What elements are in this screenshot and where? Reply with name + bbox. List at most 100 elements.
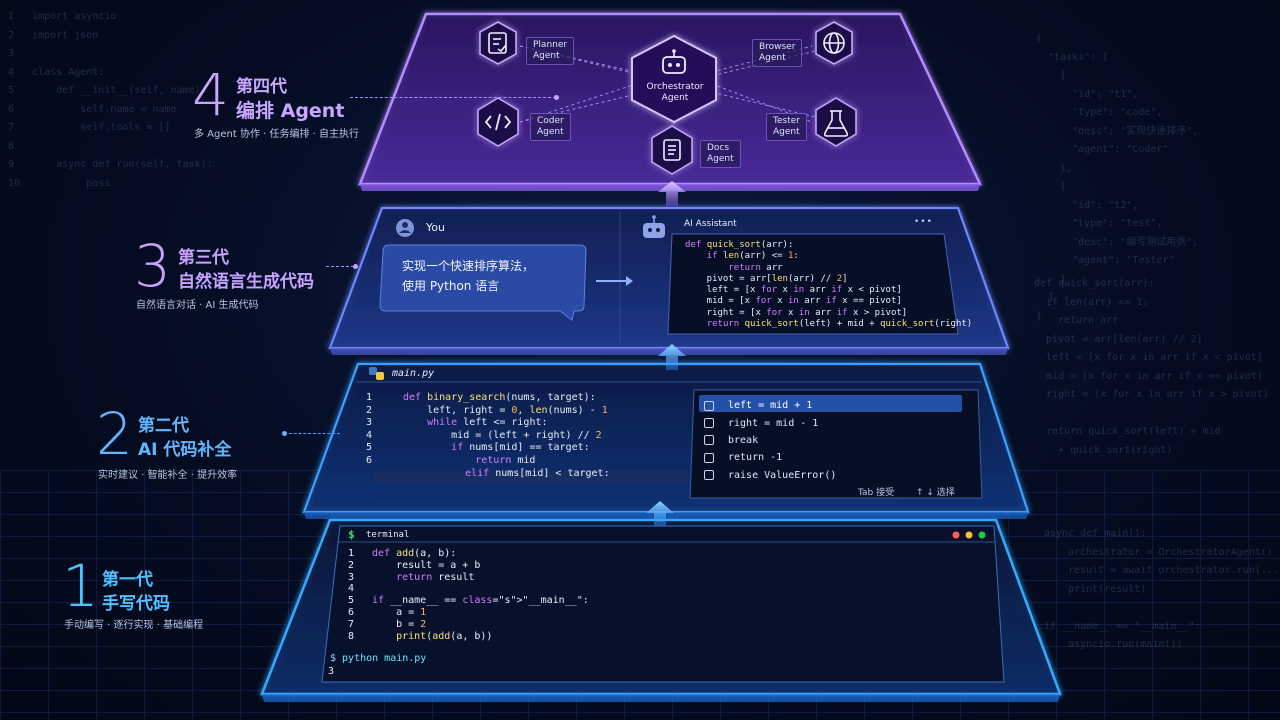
suggestion-text: break xyxy=(728,434,759,446)
ghost-code-right-3: async def main(): orchestrator = Orchest… xyxy=(1044,528,1280,650)
chat-message-line-2: 使用 Python 语言 xyxy=(402,279,500,293)
code-line: 6 xyxy=(348,606,355,618)
code-line: 5 xyxy=(366,442,373,454)
code-line: 8 xyxy=(348,630,355,642)
browser-agent-name: Browser xyxy=(759,42,796,52)
editor-highlight-line xyxy=(374,471,688,483)
tester-agent-node xyxy=(815,97,857,147)
code-line: 6 xyxy=(366,454,373,466)
orchestrator-robot-icon xyxy=(662,49,686,74)
generation-4-description: 多 Agent 协作 · 任务编排 · 自主执行 xyxy=(194,129,360,140)
generation-2-description: 实时建议 · 智能补全 · 提升效率 xyxy=(98,470,238,481)
globe-icon xyxy=(823,32,845,54)
generation-2-dot xyxy=(282,431,287,436)
code-line: def binary_search(nums, target): xyxy=(403,392,596,403)
generation-4-number: 4 xyxy=(192,61,229,129)
editor-code: def binary_search(nums, target): left, r… xyxy=(403,392,610,480)
suggestion-item[interactable]: left = mid + 1 xyxy=(704,397,836,414)
suggestion-box-icon xyxy=(704,435,714,446)
chat-bubble xyxy=(379,244,587,321)
terminal-command[interactable]: $ python main.py xyxy=(330,653,427,664)
suggestion-box-icon xyxy=(704,452,714,463)
tester-agent-name: Tester xyxy=(773,116,800,126)
suggestion-item[interactable]: raise ValueError() xyxy=(704,467,836,484)
code-line: if __name__ == class="s">"__main__": xyxy=(372,595,589,607)
send-arrow-icon xyxy=(596,276,633,286)
ai-generated-code: def quick_sort(arr): if len(arr) <= 1: r… xyxy=(685,240,972,330)
suggestion-text: right = mid - 1 xyxy=(728,417,819,429)
code-line: 5 xyxy=(348,595,355,607)
code-line: a = 1 xyxy=(372,606,427,618)
orchestrator-agent-suffix: Agent xyxy=(661,93,689,103)
code-line: 1 xyxy=(348,548,355,559)
terminal-prompt-icon: $ xyxy=(348,528,355,541)
suggestion-box-icon xyxy=(704,418,714,429)
code-line: 4 xyxy=(366,429,373,441)
suggestion-item[interactable]: right = mid - 1 xyxy=(704,414,836,431)
generation-1-subtitle: 手写代码 xyxy=(102,594,170,614)
code-line: return result xyxy=(396,571,475,583)
generation-3-dot xyxy=(353,264,358,269)
suggestion-hint-select: ↑ ↓ 选择 xyxy=(916,488,955,498)
suggestion-item[interactable]: return -1 xyxy=(704,449,836,466)
ghost-code-right-2: def quick_sort(arr): if len(arr) <= 1: r… xyxy=(1034,278,1269,456)
code-line: return mid xyxy=(475,454,536,466)
planner-agent-node xyxy=(479,21,517,65)
suggestion-item[interactable]: break xyxy=(704,432,836,449)
generation-4-title: 第四代 xyxy=(236,77,287,97)
code-line: right = [x for x in arr if x > pivot] xyxy=(685,307,908,318)
code-line xyxy=(372,583,589,595)
chat-menu-button[interactable]: ••• xyxy=(914,217,933,227)
code-line: 2 xyxy=(366,404,373,416)
generation-2-title: 第二代 xyxy=(138,416,189,436)
generation-2-number: 2 xyxy=(96,400,133,468)
generation-3-description: 自然语言对话 · AI 生成代码 xyxy=(136,300,259,311)
terminal-window xyxy=(321,525,1005,683)
browser-agent-label: Browser Agent xyxy=(752,39,803,67)
chat-message-line-1: 实现一个快速排序算法， xyxy=(402,259,535,273)
code-line: return arr xyxy=(728,262,783,273)
generation-4-connector xyxy=(350,97,556,98)
terminal-code: def add(a, b): result = a + b return res… xyxy=(372,548,589,642)
terminal-minimize-dot xyxy=(965,531,973,539)
code-line: left, right = 0, len(nums) - 1 xyxy=(403,404,608,416)
python-icon xyxy=(369,367,384,380)
docs-agent-name: Docs xyxy=(707,143,730,153)
generation-1-number: 1 xyxy=(62,552,99,620)
code-line: pivot = arr[len(arr) // 2] xyxy=(685,273,848,284)
terminal-close-dot xyxy=(952,531,960,539)
suggestion-text: left = mid + 1 xyxy=(728,400,813,412)
editor-filename[interactable]: main.py xyxy=(392,368,435,379)
code-line: mid = [x for x in arr if x == pivot] xyxy=(685,296,902,307)
suggestion-hint-tab: Tab 接受 xyxy=(858,488,895,498)
orchestrator-agent-label: Orchestrator Agent xyxy=(640,82,710,104)
terminal-maximize-dot xyxy=(978,531,986,539)
docs-agent-label: Docs Agent xyxy=(700,140,741,168)
browser-agent-suffix: Agent xyxy=(759,53,786,63)
code-line: def quick_sort(arr): xyxy=(685,240,794,250)
planner-agent-label: Planner Agent xyxy=(526,37,575,65)
suggestion-list: left = mid + 1 right = mid - 1 break return… xyxy=(704,397,836,484)
ghost-code-left: 1 import asyncio 2 import json 3 4 class… xyxy=(8,11,213,189)
code-line: print(add(a, b)) xyxy=(396,630,493,642)
code-line: if len(arr) <= 1: xyxy=(706,251,799,262)
code-line: while left <= right: xyxy=(427,417,548,429)
robot-icon xyxy=(643,215,665,238)
code-line: 3 xyxy=(348,571,355,583)
coder-agent-suffix: Agent xyxy=(537,127,564,137)
tester-agent-suffix: Agent xyxy=(773,127,800,137)
generation-2-subtitle: AI 代码补全 xyxy=(138,440,232,460)
code-brackets-icon xyxy=(484,113,512,131)
suggestion-text: raise ValueError() xyxy=(728,469,837,481)
document-icon xyxy=(663,139,681,161)
arrow-up-icon-2 xyxy=(646,501,674,526)
terminal-output: 3 xyxy=(328,666,335,677)
code-line: 2 xyxy=(348,559,355,571)
coder-agent-name: Coder xyxy=(537,116,564,126)
code-line: 1 xyxy=(366,392,373,403)
flask-icon xyxy=(823,110,849,137)
planner-agent-name: Planner xyxy=(533,40,568,50)
code-line: 7 xyxy=(348,618,355,630)
